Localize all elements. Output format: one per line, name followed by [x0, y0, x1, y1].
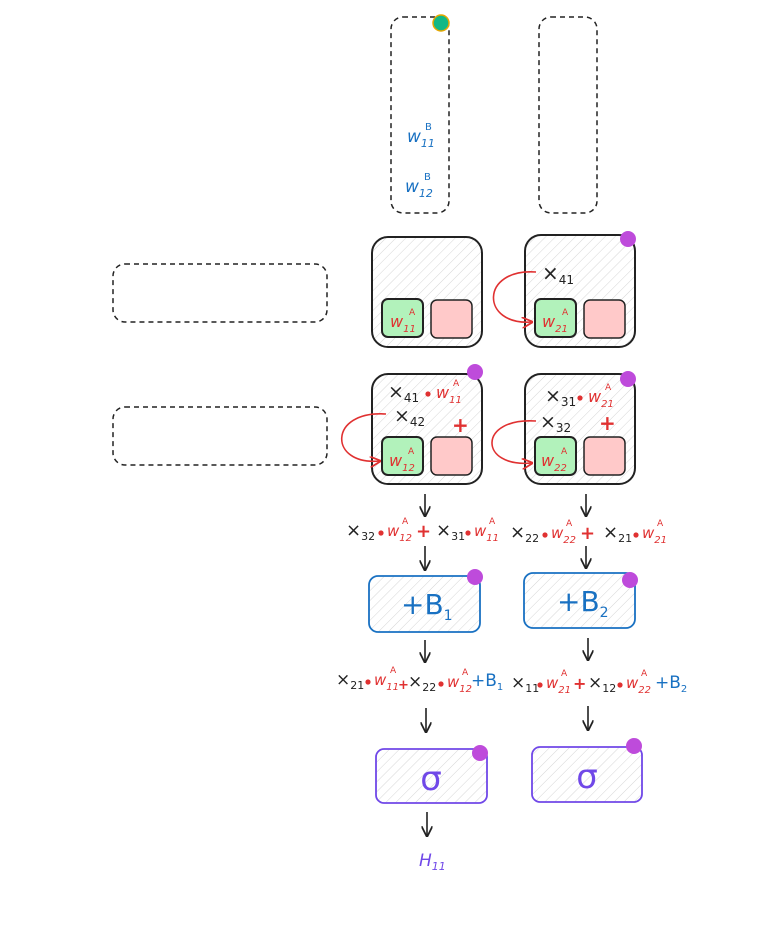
- svg-text:×22: ×22: [510, 522, 539, 545]
- weight-a-11-sup: A: [409, 308, 416, 318]
- svg-text:+B2: +B2: [557, 585, 609, 621]
- output-h11: H11: [419, 851, 446, 873]
- product-x31-w21: ×31: [545, 385, 576, 409]
- svg-text:A: A: [402, 517, 409, 527]
- svg-text:+B1: +B1: [471, 671, 503, 693]
- weight-b-12: w12: [405, 177, 433, 200]
- bias-box-col1: +B1: [368, 575, 481, 633]
- pink-cell: [430, 299, 473, 339]
- pink-cell: [430, 436, 473, 476]
- green-weight-cell: [534, 436, 577, 476]
- input-x42: ×42: [394, 405, 425, 429]
- svg-text:w21: w21: [642, 524, 667, 546]
- feed-arrow-row1-col2: [492, 271, 537, 322]
- svg-text:w11: w11: [374, 671, 399, 693]
- activation-box-col1: σ: [375, 748, 488, 804]
- product-x31-w21-weight: w21: [588, 387, 614, 410]
- weight-b-12-sup: B: [424, 172, 431, 183]
- svg-text:A: A: [561, 669, 568, 679]
- feed-arrow-row2-col1: [341, 413, 387, 462]
- magenta-dot: [620, 371, 636, 387]
- product-x41-w11-weight: w11: [436, 383, 462, 406]
- svg-text:×21: ×21: [336, 670, 364, 692]
- svg-text:×31: ×31: [436, 520, 465, 543]
- product-x31-w21-sup: A: [605, 383, 612, 393]
- svg-text:w12: w12: [387, 522, 412, 544]
- sum1-col1: ×32 w12 A + ×31 w11 A: [346, 517, 499, 544]
- svg-text:A: A: [657, 519, 664, 529]
- sum2-col2: ×11 w21 A + ×12 w22 A +B2: [511, 669, 687, 696]
- sum2-col1: ×21 w11 A + ×22 w12 A +B1: [336, 666, 503, 695]
- weight-a-21-sup: A: [562, 308, 569, 318]
- cell-row1-col2: [524, 234, 636, 348]
- svg-text:w22: w22: [626, 674, 651, 696]
- bias-box-col2: +B2: [523, 572, 636, 629]
- teal-dot: [432, 14, 450, 32]
- multiply-dot: [577, 395, 583, 401]
- magenta-dot: [467, 569, 483, 585]
- weight-a-21: w21: [542, 312, 568, 335]
- weights-b-column-1: [390, 16, 450, 214]
- svg-text:×21: ×21: [603, 522, 632, 545]
- product-x41-w11-sup: A: [453, 379, 460, 389]
- green-weight-cell: [381, 436, 424, 476]
- plus-sign: +: [452, 413, 469, 437]
- weight-b-11: w11: [407, 127, 435, 150]
- magenta-dot: [472, 745, 488, 761]
- input-x41: ×41: [542, 261, 574, 287]
- svg-text:A: A: [566, 519, 573, 529]
- green-weight-cell: [381, 298, 424, 338]
- svg-text:×22: ×22: [408, 672, 436, 694]
- pink-cell: [583, 436, 626, 476]
- feed-arrow-row2-col2: [491, 420, 537, 464]
- svg-text:A: A: [641, 669, 648, 679]
- pink-cell: [583, 299, 626, 339]
- svg-text:+: +: [398, 678, 409, 693]
- input-row-2-placeholder: [112, 406, 328, 466]
- svg-text:w21: w21: [546, 674, 571, 696]
- weights-b-column-2: [538, 16, 598, 214]
- svg-text:+B1: +B1: [401, 588, 453, 624]
- magenta-dot: [626, 738, 642, 754]
- svg-text:×11: ×11: [511, 673, 539, 695]
- weight-a-22-sup: A: [561, 447, 568, 457]
- svg-text:+: +: [580, 523, 595, 544]
- svg-text:w22: w22: [551, 524, 576, 546]
- magenta-dot: [620, 231, 636, 247]
- svg-text:σ: σ: [420, 759, 442, 799]
- cell-row1-col1: [371, 236, 483, 348]
- sum1-col2: ×22 w22 A + ×21 w21 A: [510, 519, 667, 546]
- input-x32: ×32: [540, 411, 571, 435]
- multiply-dot: [425, 391, 431, 397]
- weight-a-11: w11: [390, 312, 416, 335]
- svg-text:×12: ×12: [588, 673, 616, 695]
- plus-sign: +: [599, 411, 616, 435]
- magenta-dot: [467, 364, 483, 380]
- cell-row2-col2: [524, 373, 636, 485]
- product-x41-w11: ×41: [388, 381, 419, 405]
- input-row-1-placeholder: [112, 263, 328, 323]
- svg-text:w12: w12: [447, 673, 472, 695]
- cell-row2-col1: [371, 373, 483, 485]
- svg-text:+: +: [573, 674, 586, 693]
- svg-text:+: +: [416, 521, 431, 542]
- weight-a-12-sup: A: [408, 447, 415, 457]
- svg-text:×32: ×32: [346, 520, 375, 543]
- svg-text:A: A: [462, 668, 469, 678]
- svg-text:A: A: [489, 517, 496, 527]
- green-weight-cell: [534, 298, 577, 338]
- svg-text:+B2: +B2: [655, 673, 687, 695]
- weight-a-12: w12: [389, 451, 415, 474]
- svg-text:σ: σ: [576, 757, 598, 797]
- svg-text:w11: w11: [474, 522, 499, 544]
- weight-b-11-sup: B: [425, 122, 432, 133]
- weight-a-22: w22: [541, 451, 567, 474]
- svg-text:A: A: [390, 666, 397, 676]
- magenta-dot: [622, 572, 638, 588]
- activation-box-col2: σ: [531, 746, 643, 803]
